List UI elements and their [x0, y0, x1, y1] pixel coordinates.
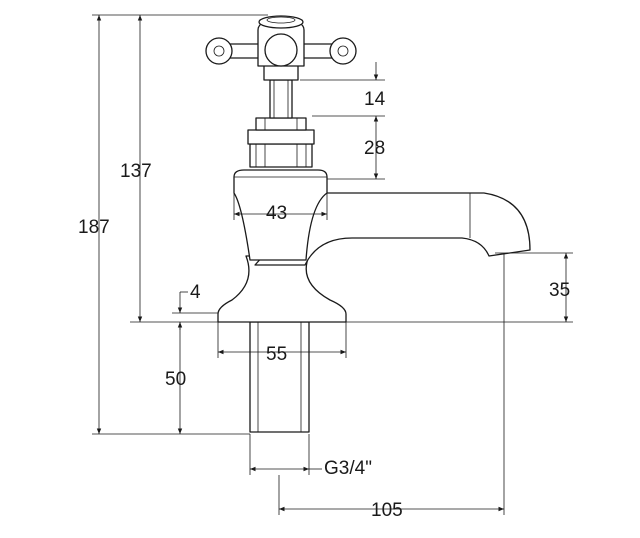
- extension-lines: [92, 14, 573, 515]
- tap-spout: [254, 192, 531, 266]
- label-thread: G3/4": [324, 458, 372, 479]
- label-50: 50: [165, 369, 186, 390]
- label-55: 55: [266, 344, 287, 365]
- cross-handle: [205, 15, 357, 67]
- label-28: 28: [364, 138, 385, 159]
- tap-hex-nut: [249, 143, 313, 168]
- label-4: 4: [190, 282, 201, 303]
- label-35: 35: [549, 280, 570, 301]
- label-187: 187: [78, 217, 110, 238]
- tap-base: [217, 255, 347, 323]
- tap-shank: [249, 321, 310, 433]
- dimension-labels: 187 137 14 28 43 4 35 55 50 G3/4" 105: [78, 89, 570, 521]
- label-43: 43: [266, 203, 287, 224]
- tap-outline: [205, 15, 531, 433]
- tap-spindle: [269, 79, 293, 119]
- label-137: 137: [120, 161, 152, 182]
- label-105: 105: [371, 500, 403, 521]
- dimension-lines: [96, 15, 569, 512]
- label-14: 14: [364, 89, 386, 110]
